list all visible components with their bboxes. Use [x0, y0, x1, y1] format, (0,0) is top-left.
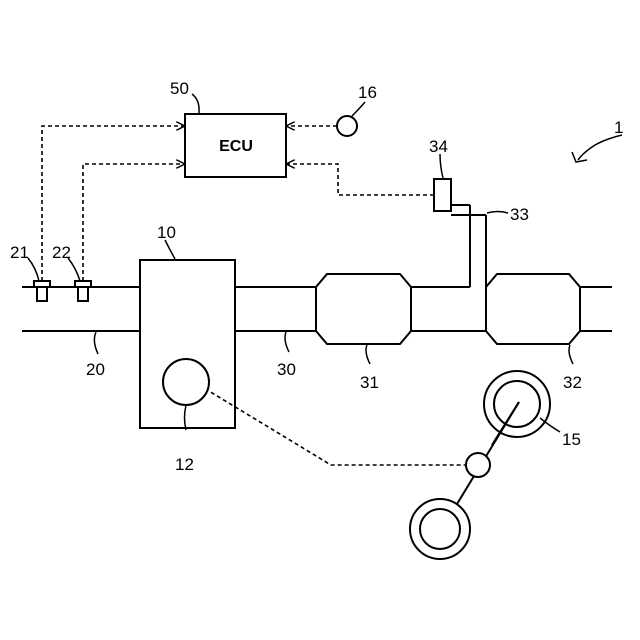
ref-intake-pipe: 20 [86, 360, 105, 379]
leader-12 [185, 405, 187, 430]
sensor-34 [434, 179, 451, 211]
leader-31 [366, 345, 370, 364]
leader-10 [165, 240, 175, 259]
catalyst-32 [486, 274, 580, 344]
leader-34 [440, 154, 443, 178]
speed-sensor-16 [337, 116, 357, 136]
axle-line-inner [492, 402, 519, 445]
leader-21 [28, 258, 39, 281]
ref-sensor-34: 34 [429, 137, 448, 156]
ref-system: 1 [614, 118, 623, 137]
signal-line-34-ecu [287, 164, 434, 195]
drive-line-engine-wheel [199, 385, 466, 465]
sensor-22 [75, 281, 91, 301]
leader-32 [569, 345, 573, 364]
ecu-label: ECU [219, 138, 253, 155]
wheel-lower [410, 499, 470, 559]
leader-30 [285, 332, 289, 352]
ref-exhaust-pipe: 30 [277, 360, 296, 379]
engine-gear-12 [163, 359, 209, 405]
ref-speed-sensor: 16 [358, 83, 377, 102]
differential-joint [466, 453, 490, 477]
leader-20 [94, 332, 98, 354]
ref-catalyst-32: 32 [563, 373, 582, 392]
ref-catalyst-31: 31 [360, 373, 379, 392]
ref-wheel-assembly: 15 [562, 430, 581, 449]
branch-pipe [451, 205, 486, 287]
catalyst-31 [316, 274, 411, 344]
ref-branch-pipe: 33 [510, 205, 529, 224]
ecu-box: ECU [185, 114, 286, 177]
leader-50 [192, 94, 199, 113]
ref-engine: 10 [157, 223, 176, 242]
ref-sensor-22: 22 [52, 243, 71, 262]
leader-16 [352, 102, 365, 116]
ref-sensor-21: 21 [10, 243, 29, 262]
system-pointer [578, 135, 622, 160]
ref-engine-gear: 12 [175, 455, 194, 474]
leader-33 [487, 212, 508, 214]
sensor-21 [34, 281, 50, 301]
ref-ecu: 50 [170, 79, 189, 98]
